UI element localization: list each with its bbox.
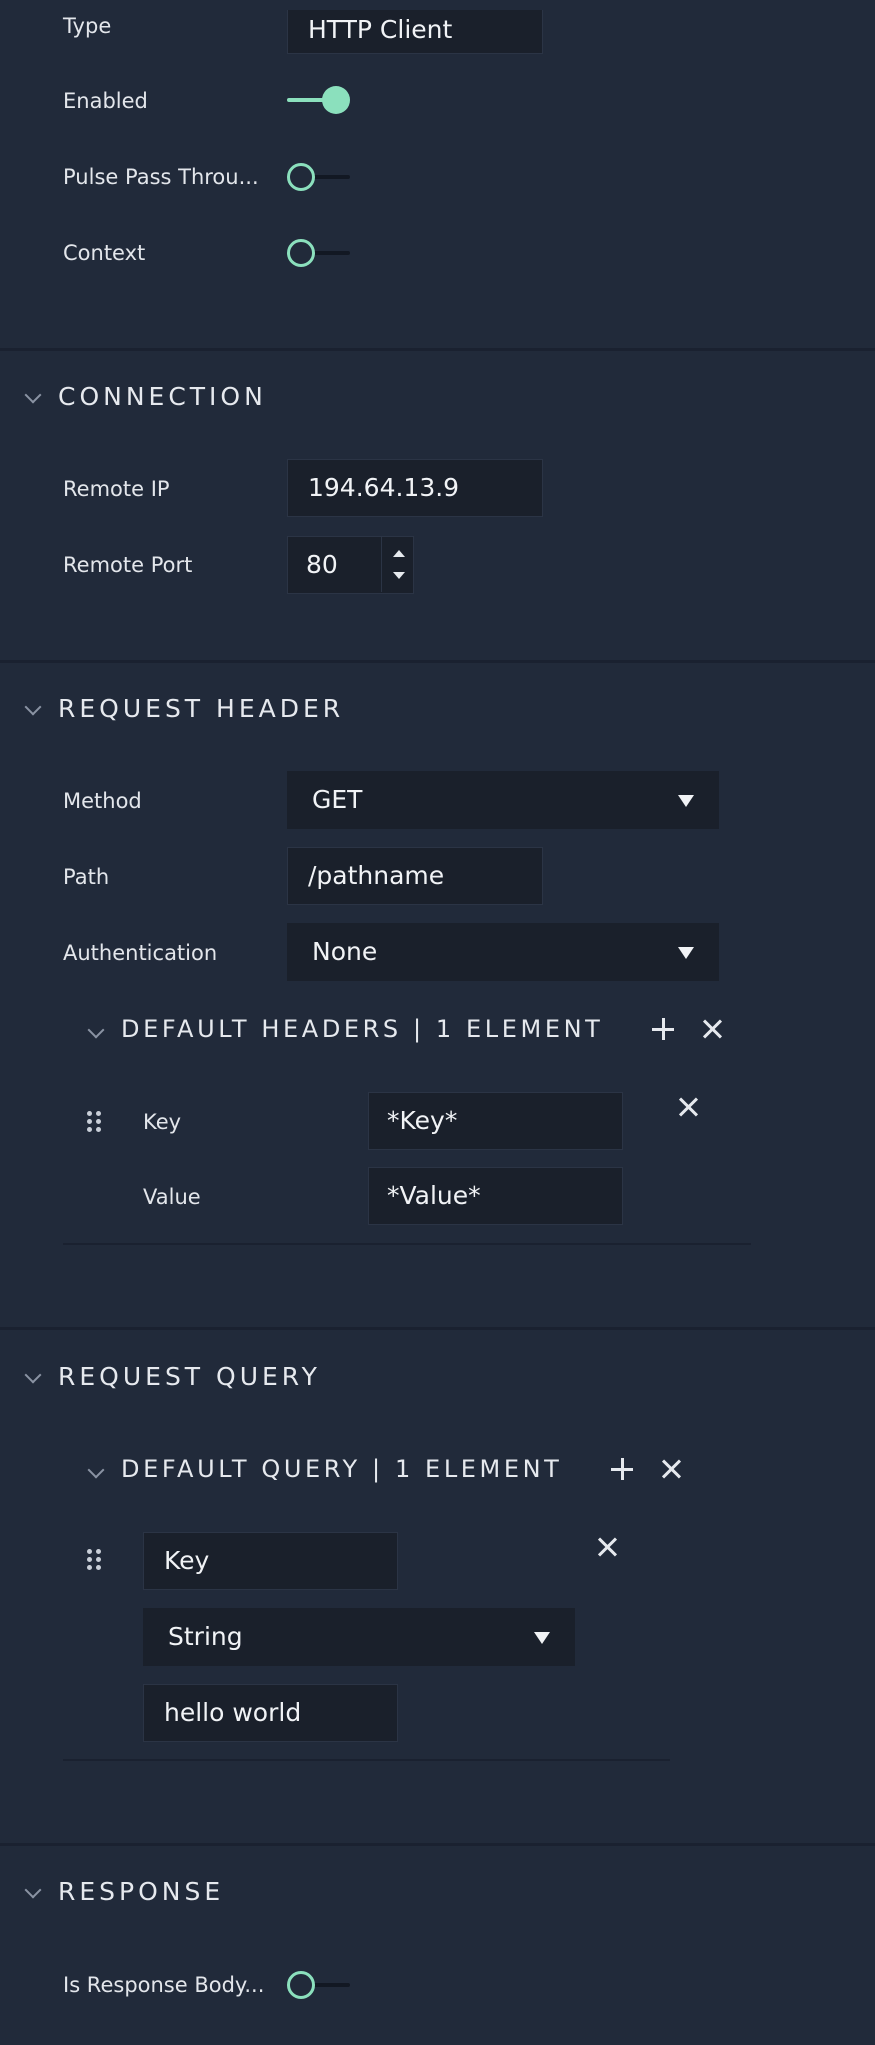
header-value-label: Value (143, 1185, 201, 1209)
section-divider (0, 1843, 875, 1846)
remote-ip-label: Remote IP (63, 477, 170, 501)
chevron-down-icon[interactable] (87, 1021, 105, 1039)
type-label: Type (63, 14, 112, 38)
chevron-down-icon[interactable] (24, 698, 42, 716)
toggle-track (287, 98, 337, 102)
toggle-knob (287, 1971, 315, 1999)
chevron-down-icon[interactable] (87, 1461, 105, 1479)
type-field[interactable]: HTTP Client (287, 10, 543, 54)
toggle-track (307, 1983, 350, 1987)
query-value-input[interactable]: hello world (143, 1684, 398, 1742)
query-type-select[interactable]: String (143, 1608, 575, 1666)
toggle-knob (322, 86, 350, 114)
toggle-track (307, 175, 350, 179)
add-icon[interactable] (611, 1458, 633, 1480)
toggle-track (307, 251, 350, 255)
chevron-down-icon[interactable] (24, 386, 42, 404)
method-label: Method (63, 789, 142, 813)
connection-section-title[interactable]: CONNECTION (58, 382, 267, 411)
close-icon[interactable] (661, 1459, 681, 1479)
list-separator (63, 1243, 751, 1245)
response-section-title[interactable]: RESPONSE (58, 1877, 225, 1906)
list-separator (63, 1759, 670, 1761)
section-divider (0, 660, 875, 663)
method-select-value: GET (312, 785, 363, 814)
path-label: Path (63, 865, 110, 889)
context-label: Context (63, 241, 146, 265)
default-query-title[interactable]: DEFAULT QUERY | 1 ELEMENT (121, 1455, 563, 1483)
port-stepper[interactable] (381, 536, 415, 592)
header-value-input[interactable]: *Value* (368, 1167, 623, 1225)
header-key-input[interactable]: *Key* (368, 1092, 623, 1150)
add-icon[interactable] (652, 1018, 674, 1040)
request-query-section-title[interactable]: REQUEST QUERY (58, 1362, 321, 1391)
dropdown-caret-icon (678, 947, 694, 959)
enabled-toggle[interactable] (287, 85, 351, 115)
is-response-body-label: Is Response Body... (63, 1973, 265, 1997)
header-key-label: Key (143, 1110, 182, 1134)
path-input[interactable]: /pathname (287, 847, 543, 905)
authentication-label: Authentication (63, 941, 218, 965)
toggle-knob (287, 163, 315, 191)
authentication-select-value: None (312, 937, 378, 966)
is-response-body-toggle[interactable] (287, 1970, 351, 2000)
context-toggle[interactable] (287, 238, 351, 268)
query-type-select-value: String (168, 1622, 243, 1651)
section-divider (0, 348, 875, 351)
query-key-input[interactable]: Key (143, 1532, 398, 1590)
section-divider (0, 1327, 875, 1330)
stepper-up-icon[interactable] (393, 550, 405, 557)
pulse-pass-through-label: Pulse Pass Throu... (63, 165, 259, 189)
pulse-pass-through-toggle[interactable] (287, 162, 351, 192)
stepper-down-icon[interactable] (393, 572, 405, 579)
remote-port-input[interactable]: 80 (287, 536, 414, 594)
dropdown-caret-icon (678, 795, 694, 807)
remote-port-label: Remote Port (63, 553, 193, 577)
remote-ip-input[interactable]: 194.64.13.9 (287, 459, 543, 517)
dropdown-caret-icon (534, 1632, 550, 1644)
drag-handle-icon[interactable] (87, 1111, 101, 1133)
remote-port-value: 80 (306, 550, 338, 579)
default-headers-title[interactable]: DEFAULT HEADERS | 1 ELEMENT (121, 1015, 604, 1043)
drag-handle-icon[interactable] (87, 1549, 101, 1571)
chevron-down-icon[interactable] (24, 1881, 42, 1899)
authentication-select[interactable]: None (287, 923, 719, 981)
request-header-section-title[interactable]: REQUEST HEADER (58, 694, 345, 723)
toggle-knob (287, 239, 315, 267)
chevron-down-icon[interactable] (24, 1366, 42, 1384)
remove-item-icon[interactable] (678, 1097, 698, 1117)
method-select[interactable]: GET (287, 771, 719, 829)
remove-item-icon[interactable] (597, 1537, 617, 1557)
close-icon[interactable] (702, 1019, 722, 1039)
enabled-label: Enabled (63, 89, 148, 113)
